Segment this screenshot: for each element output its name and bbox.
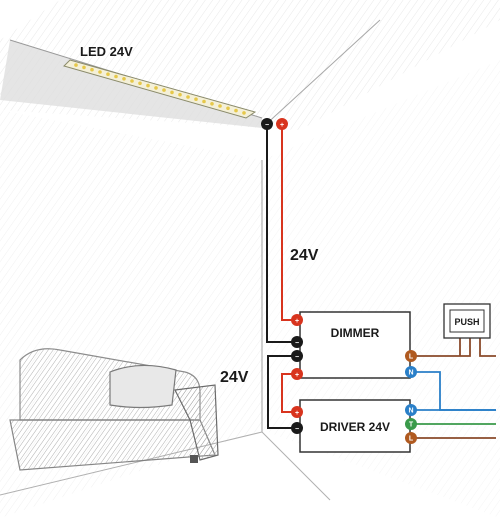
led-strip-body [63, 59, 257, 119]
push-switch-inner [449, 309, 485, 333]
sofa [9, 348, 219, 471]
sofa-arm [174, 384, 219, 461]
push-switch: PUSH [443, 303, 491, 339]
driver-box: DRIVER 24V + − N T L [291, 399, 417, 453]
led-dot [114, 74, 118, 79]
led-negative-wire [266, 127, 294, 343]
floor-line-right [261, 431, 331, 501]
sofa-leg [190, 455, 198, 463]
led-label: LED 24V [80, 44, 133, 59]
led-positive-symbol: + [280, 122, 284, 129]
dimmer-box: DIMMER + − − + L N [291, 311, 417, 380]
led-dot [194, 97, 198, 101]
floor-line-left [0, 431, 263, 496]
driver-live-symbol: L [409, 436, 414, 443]
led-dot [162, 88, 166, 92]
led-dot [146, 83, 150, 88]
dimmer-out-negative-terminal [291, 350, 303, 362]
led-dot [138, 81, 142, 86]
led-terminals: − + [261, 118, 288, 130]
led-dot [170, 90, 174, 95]
led-dot [106, 72, 110, 76]
push-label: PUSH [454, 317, 479, 327]
led-strip [63, 59, 257, 119]
sofa-seat [9, 419, 216, 471]
dimmer-label: DIMMER [331, 326, 380, 340]
wires [266, 127, 496, 439]
driver-neutral-terminal [405, 404, 417, 416]
led-dot [226, 106, 230, 111]
led-negative-symbol: − [265, 122, 269, 129]
led-dot [98, 70, 102, 74]
voltage-label-left: 24V [220, 369, 249, 386]
led-dot [234, 108, 238, 113]
dimmer-live-terminal [405, 350, 417, 362]
dimmer-to-driver-negative-wire [267, 355, 294, 429]
sofa-pillow [109, 364, 177, 409]
dimmer-live-wire [415, 338, 471, 357]
dimmer-out-positive-symbol: + [295, 372, 299, 379]
led-dot [178, 92, 182, 97]
driver-earth-terminal [405, 418, 417, 430]
driver-positive-symbol: + [295, 410, 299, 417]
led-dot [154, 86, 158, 90]
voltage-label-top: 24V [290, 247, 319, 264]
led-dots [74, 63, 246, 115]
dimmer-out-positive-terminal [291, 368, 303, 380]
dimmer-neutral-terminal [405, 366, 417, 378]
dimmer-negative-symbol: − [295, 340, 299, 347]
dimmer-live-symbol: L [409, 354, 414, 361]
dimmer-body [299, 311, 411, 379]
dimmer-positive-symbol: + [295, 318, 299, 325]
led-dot [242, 111, 246, 115]
led-dot [210, 102, 214, 106]
led-dot [122, 77, 126, 81]
led-negative-terminal [261, 118, 273, 130]
dimmer-negative-terminal [291, 336, 303, 348]
push-out-wire [479, 338, 496, 357]
driver-negative-symbol: − [295, 426, 299, 433]
driver-label: DRIVER 24V [320, 420, 390, 434]
dimmer-out-negative-symbol: − [295, 354, 299, 361]
dimmer-positive-terminal [291, 314, 303, 326]
dimmer-neutral-symbol: N [408, 370, 413, 377]
driver-body [299, 399, 411, 453]
led-dot [218, 104, 222, 108]
dimmer-to-driver-positive-wire [281, 373, 294, 413]
led-dot [130, 79, 134, 83]
driver-neutral-symbol: N [408, 408, 413, 415]
led-dot [186, 95, 190, 99]
led-dot [90, 67, 94, 72]
driver-positive-terminal [291, 406, 303, 418]
driver-negative-terminal [291, 422, 303, 434]
led-dot [74, 63, 78, 67]
led-dot [202, 99, 206, 104]
led-positive-terminal [276, 118, 288, 130]
driver-earth-symbol: T [409, 422, 414, 429]
led-dot [82, 65, 86, 70]
ceiling-corner-line [261, 19, 381, 129]
driver-live-terminal [405, 432, 417, 444]
led-positive-wire [281, 127, 294, 321]
